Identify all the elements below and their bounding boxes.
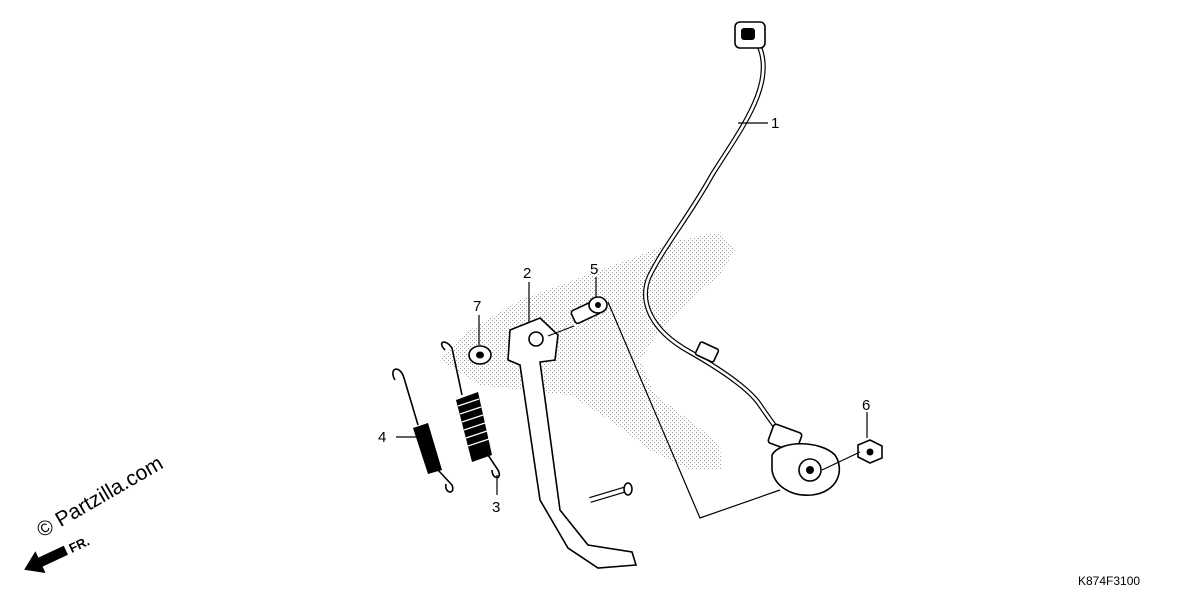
watermark: © Partzilla.com xyxy=(33,452,167,543)
diagram-code: K874F3100 xyxy=(1078,574,1140,588)
side-stand xyxy=(507,317,638,569)
callout-7: 7 xyxy=(473,298,481,315)
callout-1: 1 xyxy=(771,115,779,132)
callout-4: 4 xyxy=(378,429,386,446)
spring-inner xyxy=(392,368,454,493)
callout-5: 5 xyxy=(590,261,598,278)
frame-shadow xyxy=(440,232,735,470)
direction-label: FR. xyxy=(67,533,92,555)
side-stand-switch xyxy=(643,21,841,496)
callout-2: 2 xyxy=(523,265,531,282)
washer xyxy=(468,345,492,365)
callout-6: 6 xyxy=(862,397,870,414)
callout-3: 3 xyxy=(492,499,500,516)
spring-outer xyxy=(440,341,500,479)
front-direction-arrow-icon: FR. xyxy=(24,533,92,573)
pivot-bolt xyxy=(570,296,608,325)
leader-lines xyxy=(396,122,868,519)
nut xyxy=(857,439,883,464)
